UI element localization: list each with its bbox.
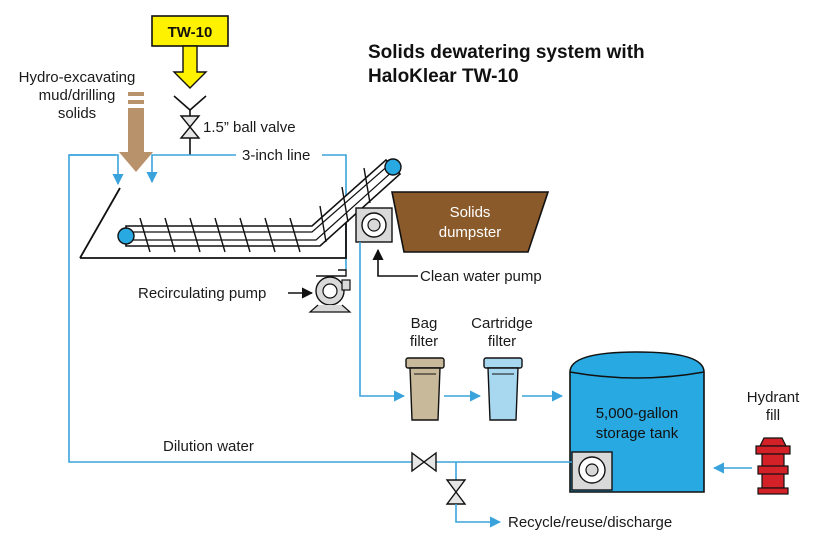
conveyor-left-roller — [117, 227, 135, 245]
hydrant-label-1: Hydrant — [747, 389, 800, 406]
recirculating-pump-icon — [308, 269, 352, 313]
tw10-feed-arrow — [172, 45, 208, 89]
recirculating-pump-label: Recirculating pump — [138, 285, 266, 302]
title-line-2: HaloKlear TW-10 — [368, 66, 519, 87]
three-inch-line — [190, 154, 347, 270]
recycle-line — [455, 504, 502, 528]
dilution-to-tank-arrow — [69, 154, 124, 186]
conveyor-icon — [117, 158, 402, 253]
solids-label-2: mud/drilling — [39, 87, 116, 104]
dumpster-icon: Solids dumpster — [391, 191, 550, 253]
clean-water-line — [359, 242, 406, 402]
hydrant-label-2: fill — [766, 407, 780, 424]
tank-pump-icon — [571, 451, 613, 491]
solids-label-1: Hydro-excavating — [19, 69, 136, 86]
clean-water-pump-pointer — [372, 248, 418, 277]
hydrant-icon — [755, 437, 791, 495]
bag-filter-icon — [405, 357, 445, 421]
solids-arrow-icon — [119, 92, 153, 172]
recycle-valve-icon — [445, 479, 467, 505]
bag-filter-label-2: filter — [410, 333, 438, 350]
dumpster-label-2: dumpster — [439, 224, 502, 241]
tank-label-2: storage tank — [596, 425, 679, 442]
cartridge-filter-icon — [483, 357, 523, 421]
dilution-valve-icon — [411, 451, 437, 473]
line-to-tank-drop — [146, 154, 190, 184]
cartridge-filter-label-2: filter — [488, 333, 516, 350]
dumpster-label-1: Solids — [450, 204, 491, 221]
recycle-label: Recycle/reuse/discharge — [508, 514, 672, 531]
three-inch-line-label: 3-inch line — [242, 147, 310, 164]
clean-water-pump-label: Clean water pump — [420, 268, 542, 285]
chemical-funnel-icon — [173, 95, 207, 112]
ball-valve-icon — [179, 115, 201, 139]
dilution-water-label: Dilution water — [163, 438, 254, 455]
tw10-box: TW-10 — [151, 15, 229, 47]
tank-label-1: 5,000-gallon — [596, 405, 679, 422]
cartridge-filter-label-1: Cartridge — [471, 315, 533, 332]
bag-filter-label-1: Bag — [411, 315, 438, 332]
conveyor-right-roller — [384, 158, 402, 176]
solids-label-3: solids — [58, 105, 96, 122]
title-line-1: Solids dewatering system with — [368, 42, 645, 63]
clean-water-pump-icon — [355, 207, 393, 243]
tw10-label: TW-10 — [168, 24, 213, 41]
settling-tank — [79, 187, 347, 259]
ball-valve-label: 1.5” ball valve — [203, 119, 296, 136]
